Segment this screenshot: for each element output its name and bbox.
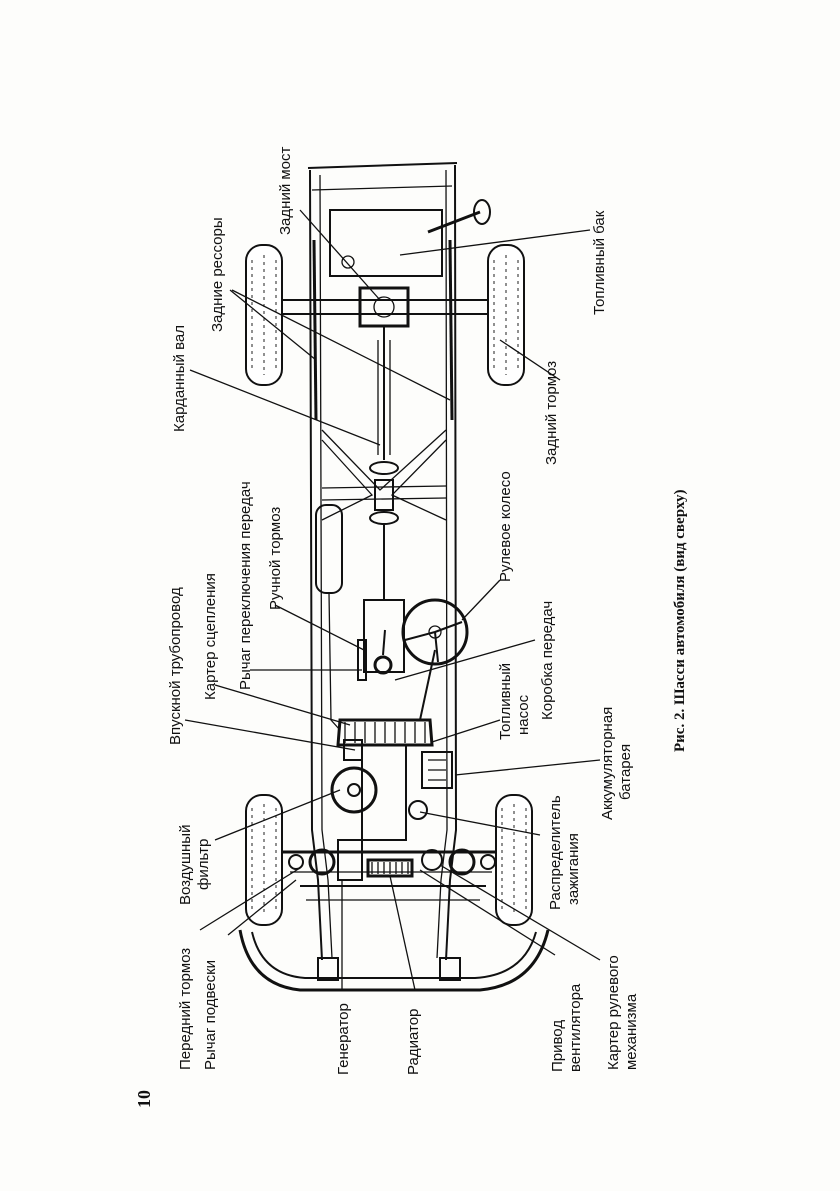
fuel-tank xyxy=(329,209,443,277)
label-gearbox: Коробка передач xyxy=(539,601,556,720)
distributor xyxy=(408,800,428,820)
exhaust-pipe xyxy=(328,592,341,731)
center-bearing xyxy=(374,479,394,511)
air-filter xyxy=(330,766,378,814)
filler-cap xyxy=(473,199,491,225)
generator xyxy=(337,839,363,881)
filler-neck xyxy=(427,210,481,234)
bumper-bracket-left xyxy=(317,957,339,981)
x-member-a xyxy=(321,429,447,491)
susp-right-2 xyxy=(480,854,496,870)
rear-axle-tube xyxy=(249,299,521,315)
label-gear-lever: Рычаг переключения передач xyxy=(237,481,254,690)
radiator-fins xyxy=(371,862,409,874)
cardan-shaft-rear-2 xyxy=(377,340,391,455)
frame-rail-left xyxy=(309,169,323,961)
battery xyxy=(421,751,453,789)
clutch-housing xyxy=(336,718,434,747)
front-wheel-left xyxy=(245,794,283,926)
rear-crossmember xyxy=(307,162,458,169)
u-joint-1 xyxy=(369,461,399,475)
mid-crossmember xyxy=(321,485,447,489)
air-filter-center xyxy=(347,783,361,797)
frame-rail-left-inner xyxy=(319,174,333,959)
figure-caption: Рис. 2. Шасси автомобиля (вид сверху) xyxy=(672,490,688,752)
label-rear-brake: Задний тормоз xyxy=(543,361,560,465)
label-battery-2: батарея xyxy=(617,744,634,800)
frame-rail-right-inner xyxy=(436,169,448,959)
rear-diff xyxy=(373,296,395,318)
susp-right xyxy=(448,848,476,876)
muffler xyxy=(315,504,343,594)
leader-lines xyxy=(184,209,601,991)
steering-box xyxy=(421,849,443,871)
label-air-filter-2: фильтр xyxy=(195,839,212,890)
label-hand-brake: Ручной тормоз xyxy=(267,507,284,610)
gear-lever-knob xyxy=(373,655,393,675)
front-wheel-right xyxy=(495,794,533,926)
front-bumper xyxy=(238,929,550,992)
label-front-brake: Передний тормоз xyxy=(177,948,194,1070)
label-steering-wheel: Рулевое колесо xyxy=(497,471,514,582)
labels: Передний тормоз Рычаг подвески Воздушный… xyxy=(134,146,688,1108)
battery-cells xyxy=(428,759,446,781)
rear-wheel-right xyxy=(487,244,525,386)
label-fan-drive-2: вентилятора xyxy=(567,983,584,1072)
label-intake-pipe: Впускной трубопровод xyxy=(167,587,184,745)
susp-left xyxy=(308,848,336,876)
label-rear-springs: Задние рессоры xyxy=(209,217,226,332)
x-member-c xyxy=(390,439,447,521)
bumper-bracket-right xyxy=(439,957,461,981)
susp-left-2 xyxy=(288,854,304,870)
mid-crossmember-2 xyxy=(321,497,447,501)
label-suspension-arm: Рычаг подвески xyxy=(202,960,219,1070)
front-bumper-inner xyxy=(251,931,537,979)
label-fuel-pump-1: Топливный xyxy=(497,663,514,740)
page-number: 10 xyxy=(134,1090,154,1108)
fuel-pump xyxy=(343,739,363,761)
rear-spring-right xyxy=(448,239,454,421)
label-fuel-pump-2: насос xyxy=(515,694,532,735)
label-clutch-case: Картер сцепления xyxy=(202,573,219,700)
label-steering-case-2: механизма xyxy=(623,993,640,1070)
fuel-tank-cap xyxy=(341,255,355,269)
u-joint-2 xyxy=(369,511,399,525)
steering-wheel xyxy=(401,598,469,721)
rear-crossmember-2 xyxy=(311,185,453,191)
label-air-filter-1: Воздушный xyxy=(177,825,194,905)
label-distributor-2: зажигания xyxy=(565,833,582,905)
label-steering-case-1: Картер рулевого xyxy=(605,955,622,1070)
rear-axle-housing xyxy=(358,286,410,328)
label-radiator: Радиатор xyxy=(405,1009,422,1075)
label-generator: Генератор xyxy=(335,1003,352,1075)
label-distributor-1: Распределитель xyxy=(547,795,564,910)
label-fuel-tank: Топливный бак xyxy=(591,210,608,315)
clutch-ribs xyxy=(344,722,426,743)
x-member-b xyxy=(321,439,374,521)
hand-brake-lever xyxy=(357,639,367,681)
label-battery-1: Аккумуляторная xyxy=(599,707,616,820)
label-cardan-shaft: Карданный вал xyxy=(171,325,188,432)
label-fan-drive-1: Привод xyxy=(549,1020,566,1072)
engine-block xyxy=(361,744,407,841)
label-rear-axle: Задний мост xyxy=(277,146,294,235)
rear-spring-left xyxy=(312,239,318,421)
gear-lever xyxy=(382,629,386,656)
rear-wheel-left xyxy=(245,244,283,386)
